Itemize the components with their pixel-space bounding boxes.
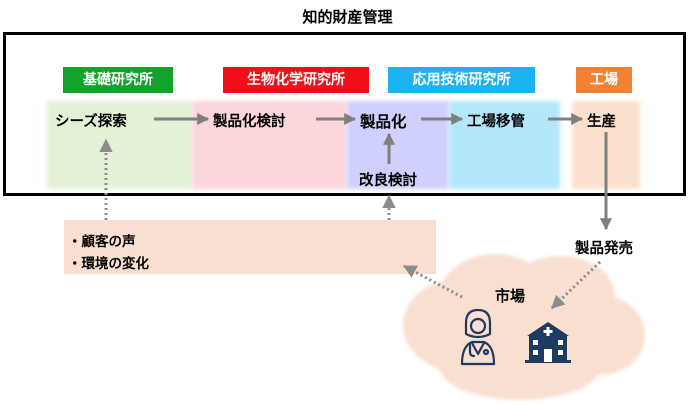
- dotted-arrow-market-to-voice: [402, 264, 463, 299]
- node-factory-transfer: 工場移管: [467, 114, 525, 130]
- node-product-release: 製品発売: [575, 241, 633, 257]
- node-improvement-review: 改良検討: [359, 173, 417, 189]
- basic-lab-area: [47, 101, 192, 189]
- ip-management-frame: [3, 32, 686, 196]
- node-seeds-search: シーズ探索: [55, 114, 127, 130]
- customer-voice-box: [64, 220, 436, 274]
- lab-label-biochem: 生物化学研究所: [223, 67, 369, 93]
- doctor-icon: [460, 308, 496, 366]
- node-productization: 製品化: [360, 113, 407, 131]
- applied-lab-area-right: [449, 101, 560, 189]
- dotted-arrow-release-to-market: [550, 260, 602, 310]
- voice-item-environment: ・環境の変化: [68, 256, 149, 272]
- biochem-lab-area: [192, 101, 347, 189]
- voice-item-customer: ・顧客の声: [68, 234, 136, 250]
- applied-lab-area-left: [347, 101, 449, 189]
- market-label: 市場: [495, 287, 525, 305]
- lab-label-factory: 工場: [576, 67, 632, 93]
- lab-label-applied: 応用技術研究所: [388, 67, 535, 93]
- node-production: 生産: [587, 114, 616, 130]
- lab-label-basic: 基礎研究所: [63, 67, 173, 93]
- node-product-review: 製品化検討: [213, 114, 286, 130]
- cloud-icon: [403, 254, 645, 400]
- hospital-icon: [525, 322, 571, 363]
- page-title: 知的財産管理: [302, 8, 393, 26]
